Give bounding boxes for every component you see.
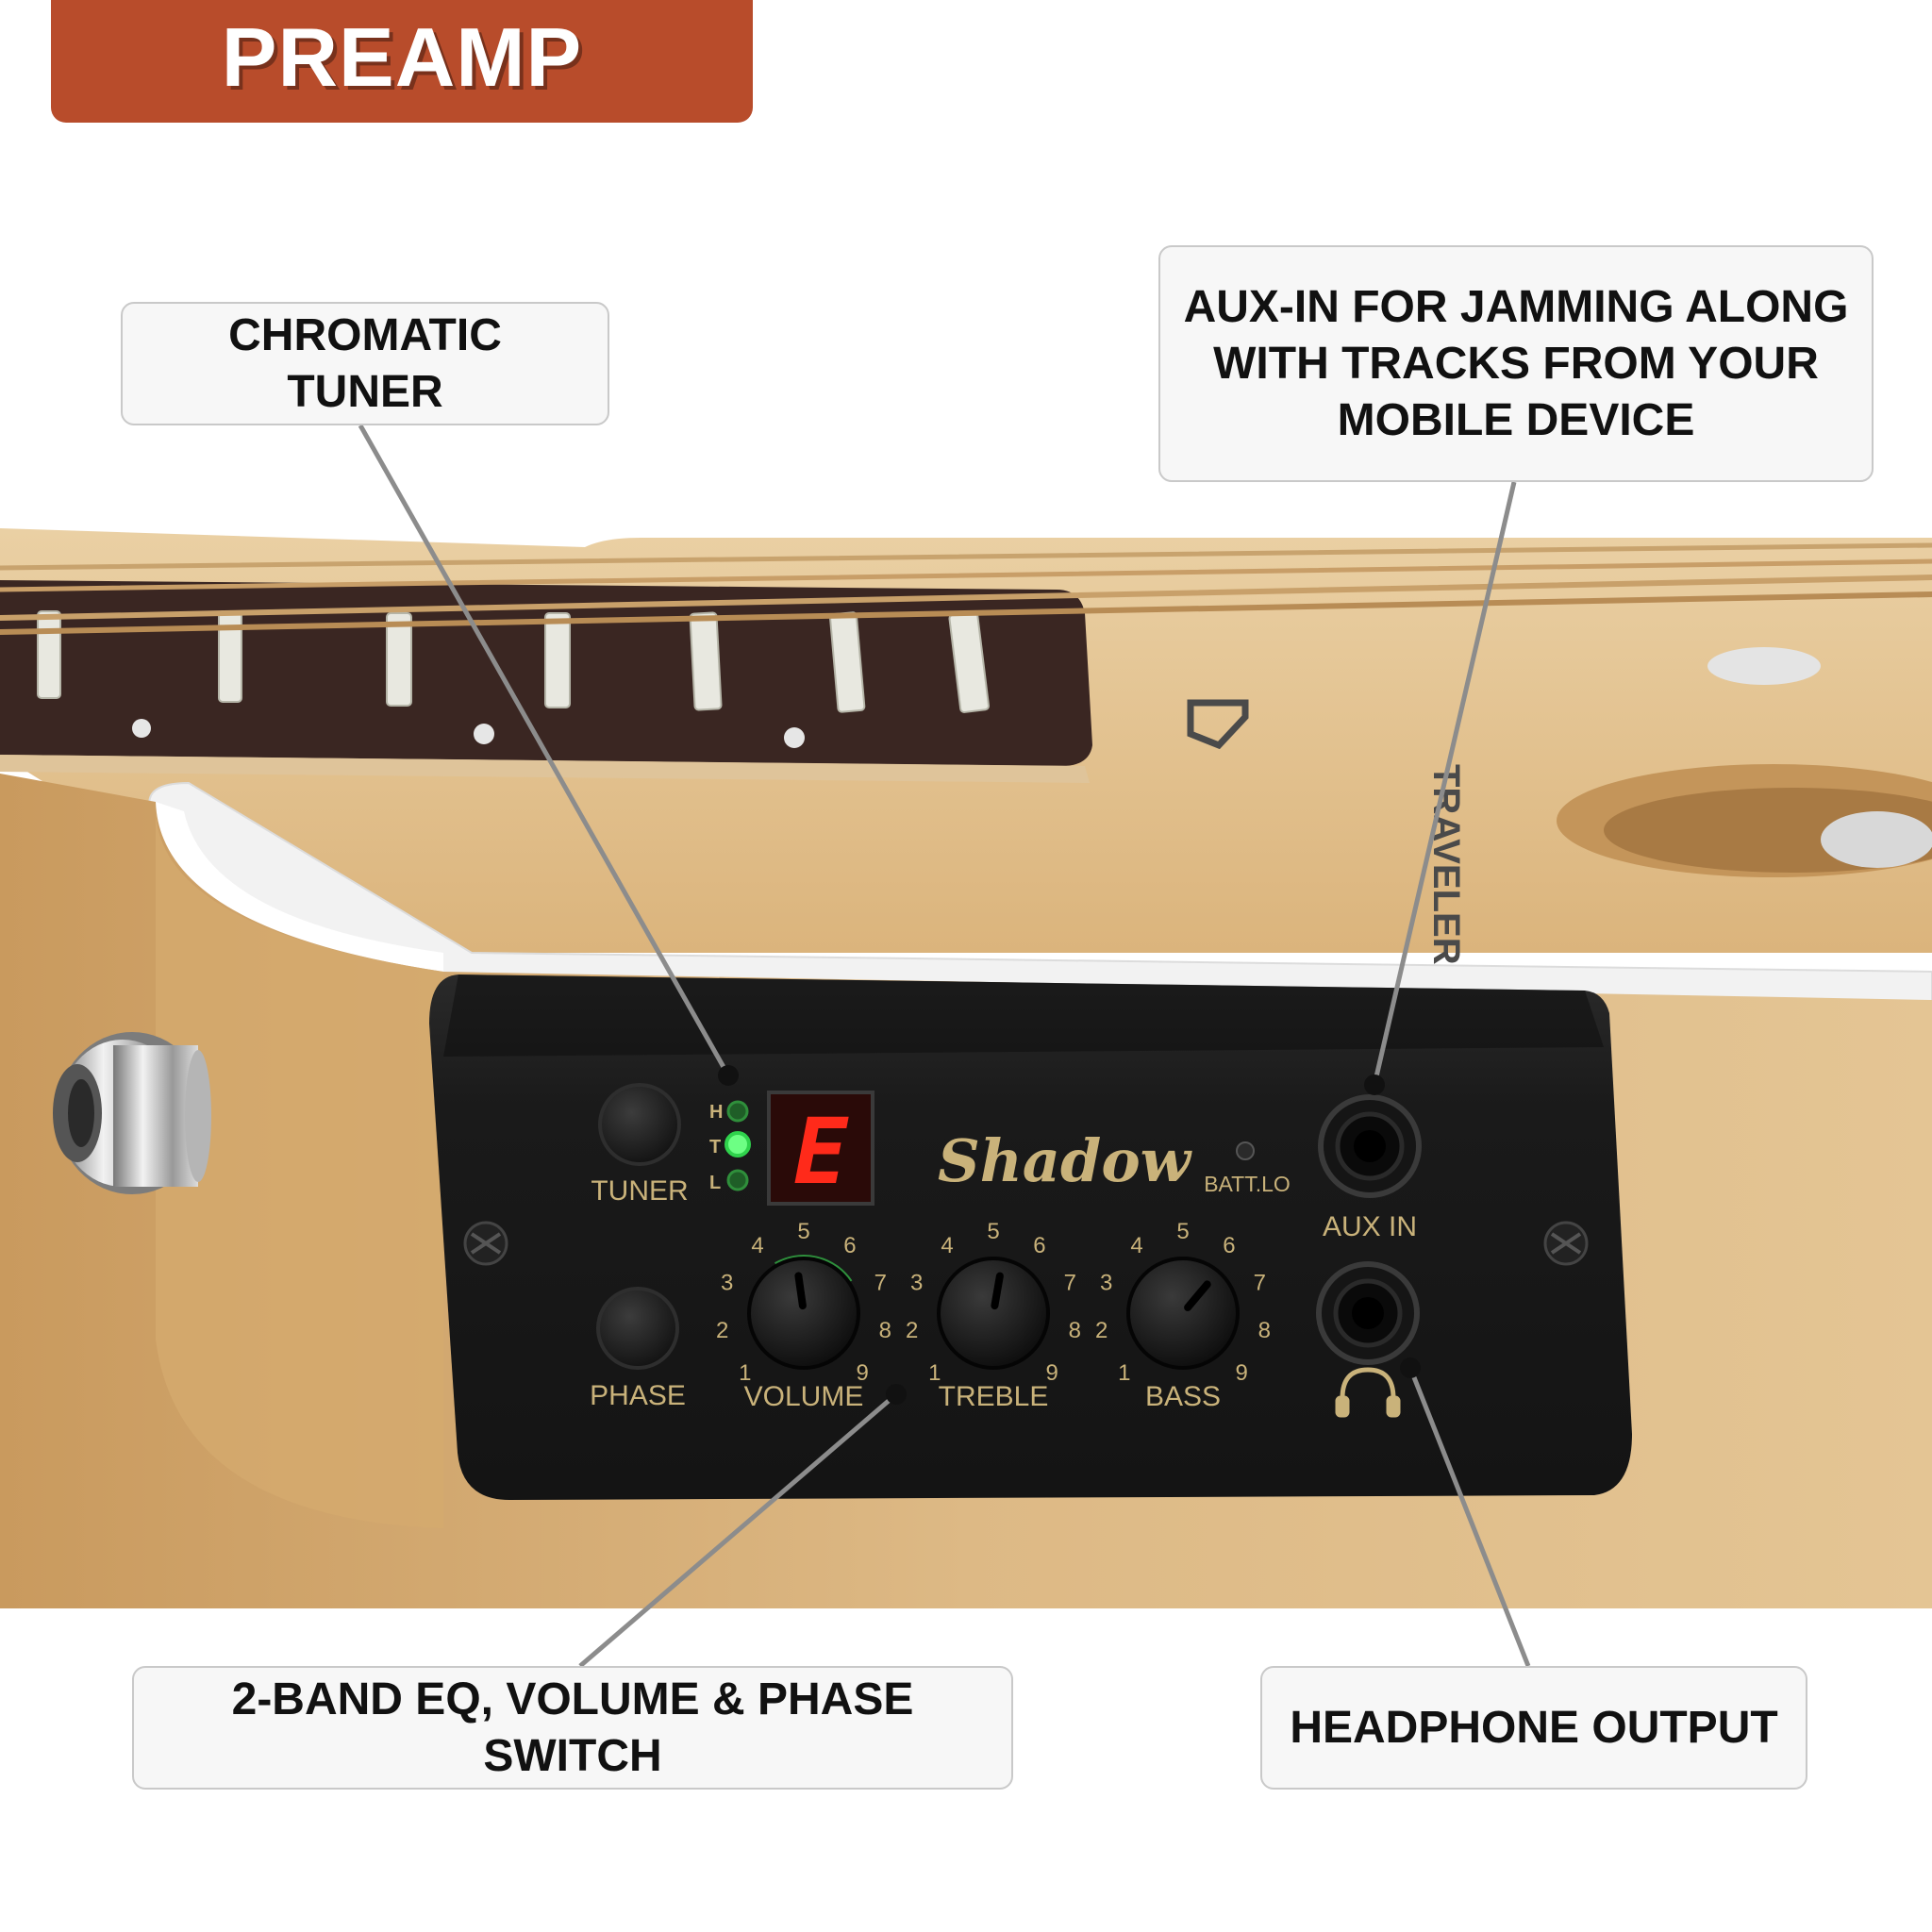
volume-scale-8: 8 [879, 1318, 891, 1343]
battery-led [1236, 1141, 1255, 1160]
frets [37, 610, 991, 713]
led-high [726, 1100, 749, 1123]
treble-scale-2: 2 [906, 1318, 918, 1343]
panel-screw-right [1543, 1221, 1589, 1266]
volume-scale-1: 1 [739, 1360, 751, 1386]
volume-scale-3: 3 [721, 1270, 733, 1295]
treble-scale-1: 1 [928, 1360, 941, 1386]
aux-in-label: AUX IN [1323, 1211, 1417, 1242]
callout-eq-volume-phase: 2-BAND EQ, VOLUME & PHASE SWITCH [132, 1666, 1013, 1790]
treble-scale-9: 9 [1046, 1360, 1058, 1386]
tuner-button[interactable] [598, 1083, 681, 1166]
led-low [726, 1169, 749, 1191]
bass-scale-6: 6 [1223, 1233, 1235, 1258]
callout-aux-in: AUX-IN FOR JAMMING ALONG WITH TRACKS FRO… [1158, 245, 1874, 482]
volume-scale-5: 5 [797, 1219, 809, 1244]
battery-low-label: BATT.LO [1204, 1172, 1291, 1196]
bass-scale-3: 3 [1100, 1270, 1112, 1295]
bass-scale-4: 4 [1130, 1233, 1142, 1258]
bass-scale-8: 8 [1258, 1318, 1271, 1343]
bass-scale-1: 1 [1118, 1360, 1130, 1386]
tuner-display-note: E [793, 1099, 849, 1205]
bass-scale-7: 7 [1254, 1270, 1266, 1295]
body-logo: TRAVELER [1187, 699, 1467, 965]
treble-scale-3: 3 [910, 1270, 923, 1295]
phase-button-label: PHASE [590, 1380, 686, 1411]
volume-knob[interactable]: 12 34 5 67 89 [716, 1219, 891, 1391]
volume-scale-9: 9 [857, 1360, 869, 1386]
fret-markers [132, 719, 805, 748]
volume-scale-4: 4 [751, 1233, 763, 1258]
headphone-icon [1335, 1367, 1401, 1418]
volume-scale-7: 7 [874, 1270, 887, 1295]
treble-scale-4: 4 [941, 1233, 953, 1258]
led-label-l: L [709, 1173, 721, 1193]
callout-chromatic-tuner: CHROMATIC TUNER [121, 302, 609, 425]
led-label-h: H [709, 1102, 723, 1123]
bass-label: BASS [1145, 1381, 1221, 1412]
bass-scale-9: 9 [1236, 1360, 1248, 1386]
phase-button[interactable] [596, 1287, 679, 1370]
bass-scale-5: 5 [1176, 1219, 1189, 1244]
strings [0, 542, 1932, 635]
treble-knob[interactable]: 12 34 5 67 89 [906, 1219, 1081, 1386]
callout-pointers [358, 424, 1531, 1668]
headphone-jack[interactable] [1316, 1261, 1420, 1365]
preamp-panel: TUNER PHASE H T L E Shadow BATT.LO 12345… [429, 974, 1632, 1500]
tuner-display [767, 1091, 874, 1206]
panel-screw-left [463, 1221, 508, 1266]
led-tune [724, 1131, 751, 1158]
page-title: PREAMP [221, 10, 583, 104]
header-tab: PREAMP [51, 0, 753, 123]
bass-knob[interactable]: 12 34 5 67 89 [1095, 1219, 1271, 1386]
treble-scale-5: 5 [987, 1219, 999, 1244]
strap-button [53, 1032, 211, 1194]
brand-logo: Shadow [938, 1126, 1193, 1195]
bass-scale-2: 2 [1095, 1318, 1108, 1343]
treble-scale-6: 6 [1033, 1233, 1045, 1258]
aux-in-jack[interactable] [1318, 1094, 1422, 1198]
volume-scale-6: 6 [843, 1233, 856, 1258]
callout-headphone-output: HEADPHONE OUTPUT [1260, 1666, 1807, 1790]
treble-scale-8: 8 [1069, 1318, 1081, 1343]
volume-scale-2: 2 [716, 1318, 728, 1343]
volume-label: VOLUME [744, 1381, 864, 1412]
treble-label: TREBLE [939, 1381, 1049, 1412]
led-label-t: T [709, 1137, 721, 1158]
treble-scale-7: 7 [1064, 1270, 1076, 1295]
tuner-button-label: TUNER [591, 1175, 688, 1207]
svg-text:TRAVELER: TRAVELER [1425, 764, 1467, 965]
